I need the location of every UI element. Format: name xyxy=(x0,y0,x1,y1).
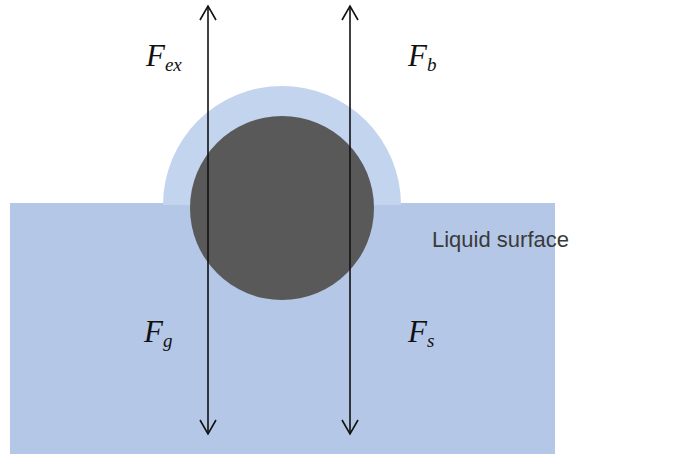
force-line xyxy=(207,6,209,434)
force-label: Fb xyxy=(408,40,436,74)
sphere xyxy=(190,116,374,300)
force-line xyxy=(349,6,351,434)
force-label: Fg xyxy=(144,316,172,350)
arrow-head xyxy=(200,6,216,20)
force-arrows xyxy=(200,6,358,434)
force-label: Fs xyxy=(408,316,434,350)
arrow-head xyxy=(200,420,216,434)
force-label: Fex xyxy=(146,40,182,74)
arrow-head xyxy=(342,6,358,20)
surface-label: Liquid surface xyxy=(432,227,569,253)
arrow-head xyxy=(342,420,358,434)
